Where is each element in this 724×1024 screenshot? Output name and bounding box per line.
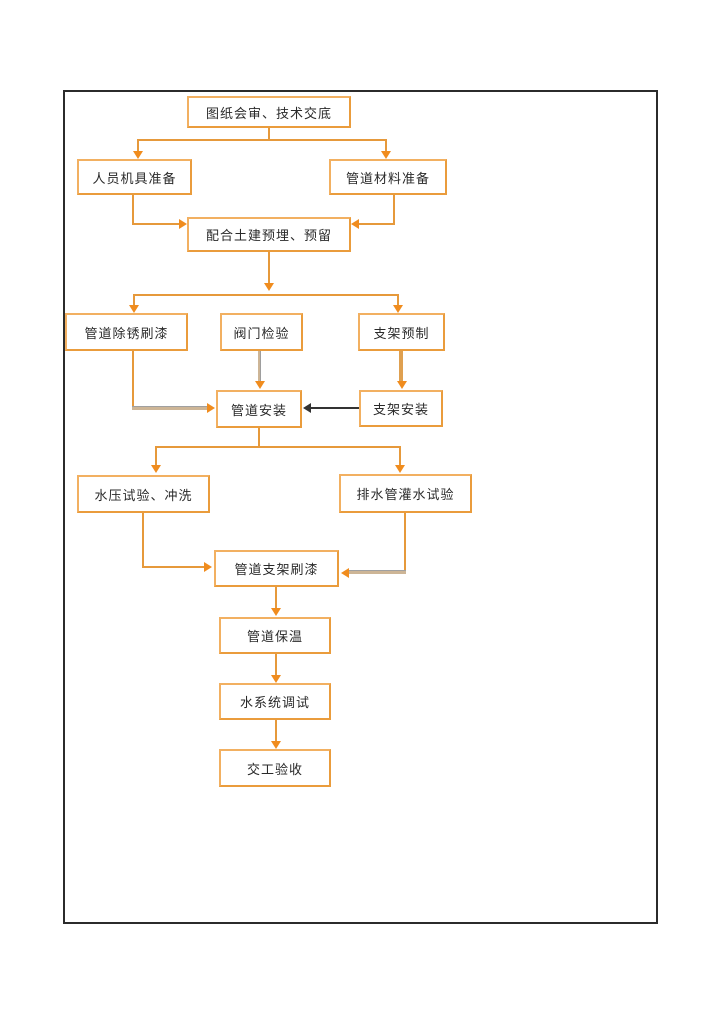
connector-line [399,351,403,381]
flow-node-water-system-commissioning: 水系统调试 [219,683,331,720]
connector-line [132,195,134,225]
connector-line [399,446,401,465]
arrowhead-down-icon [381,151,391,159]
connector-line [275,587,277,608]
flow-node-pipe-installation: 管道安装 [216,390,302,428]
connector-line [137,139,386,141]
connector-line [393,195,395,225]
connector-line [385,139,387,152]
arrowhead-left-icon [351,219,359,229]
flow-node-pipe-derust-paint: 管道除锈刷漆 [65,313,188,351]
arrowhead-down-icon [397,381,407,389]
flow-node-pipe-insulation: 管道保温 [219,617,331,654]
connector-line [133,294,135,305]
connector-line [268,252,270,283]
connector-line [258,428,260,448]
arrowhead-down-icon [129,305,139,313]
arrowhead-right-icon [207,403,215,413]
connector-line [404,513,406,573]
connector-line [142,513,144,568]
arrowhead-down-icon [393,305,403,313]
connector-line [133,294,399,296]
connector-line [132,223,179,225]
arrowhead-down-icon [395,465,405,473]
connector-line [155,446,401,448]
flow-node-drawing-review: 图纸会审、技术交底 [187,96,351,128]
connector-line [275,720,277,741]
connector-line [275,654,277,675]
flow-node-personnel-equipment-prep: 人员机具准备 [77,159,192,195]
flow-node-civil-embed-reserve: 配合土建预埋、预留 [187,217,351,252]
connector-line [132,406,207,410]
arrowhead-down-icon [271,741,281,749]
connector-line [132,351,134,409]
flow-node-pipe-support-painting: 管道支架刷漆 [214,550,339,587]
connector-line [359,223,395,225]
arrowhead-down-icon [264,283,274,291]
flow-node-support-installation: 支架安装 [359,390,443,427]
connector-line [155,446,157,465]
page-frame [63,90,658,924]
arrowhead-right-icon [179,219,187,229]
connector-line [258,351,261,381]
connector-line [137,139,139,152]
flow-node-hydraulic-test-flushing: 水压试验、冲洗 [77,475,210,513]
arrowhead-right-icon [204,562,212,572]
flow-node-drain-pipe-fill-test: 排水管灌水试验 [339,474,472,513]
arrowhead-left-icon [341,568,349,578]
arrowhead-down-icon [271,675,281,683]
flow-node-completion-acceptance: 交工验收 [219,749,331,787]
connector-line [142,566,204,568]
flow-node-support-prefabrication: 支架预制 [358,313,445,351]
arrowhead-down-icon [255,381,265,389]
arrowhead-down-icon [133,151,143,159]
connector-line [349,570,406,574]
arrowhead-down-icon [151,465,161,473]
connector-line [397,294,399,305]
flow-node-valve-inspection: 阀门检验 [220,313,303,351]
flow-node-pipe-material-prep: 管道材料准备 [329,159,447,195]
connector-line-black [311,407,359,409]
arrowhead-left-icon [303,403,311,413]
arrowhead-down-icon [271,608,281,616]
connector-line [268,128,270,140]
